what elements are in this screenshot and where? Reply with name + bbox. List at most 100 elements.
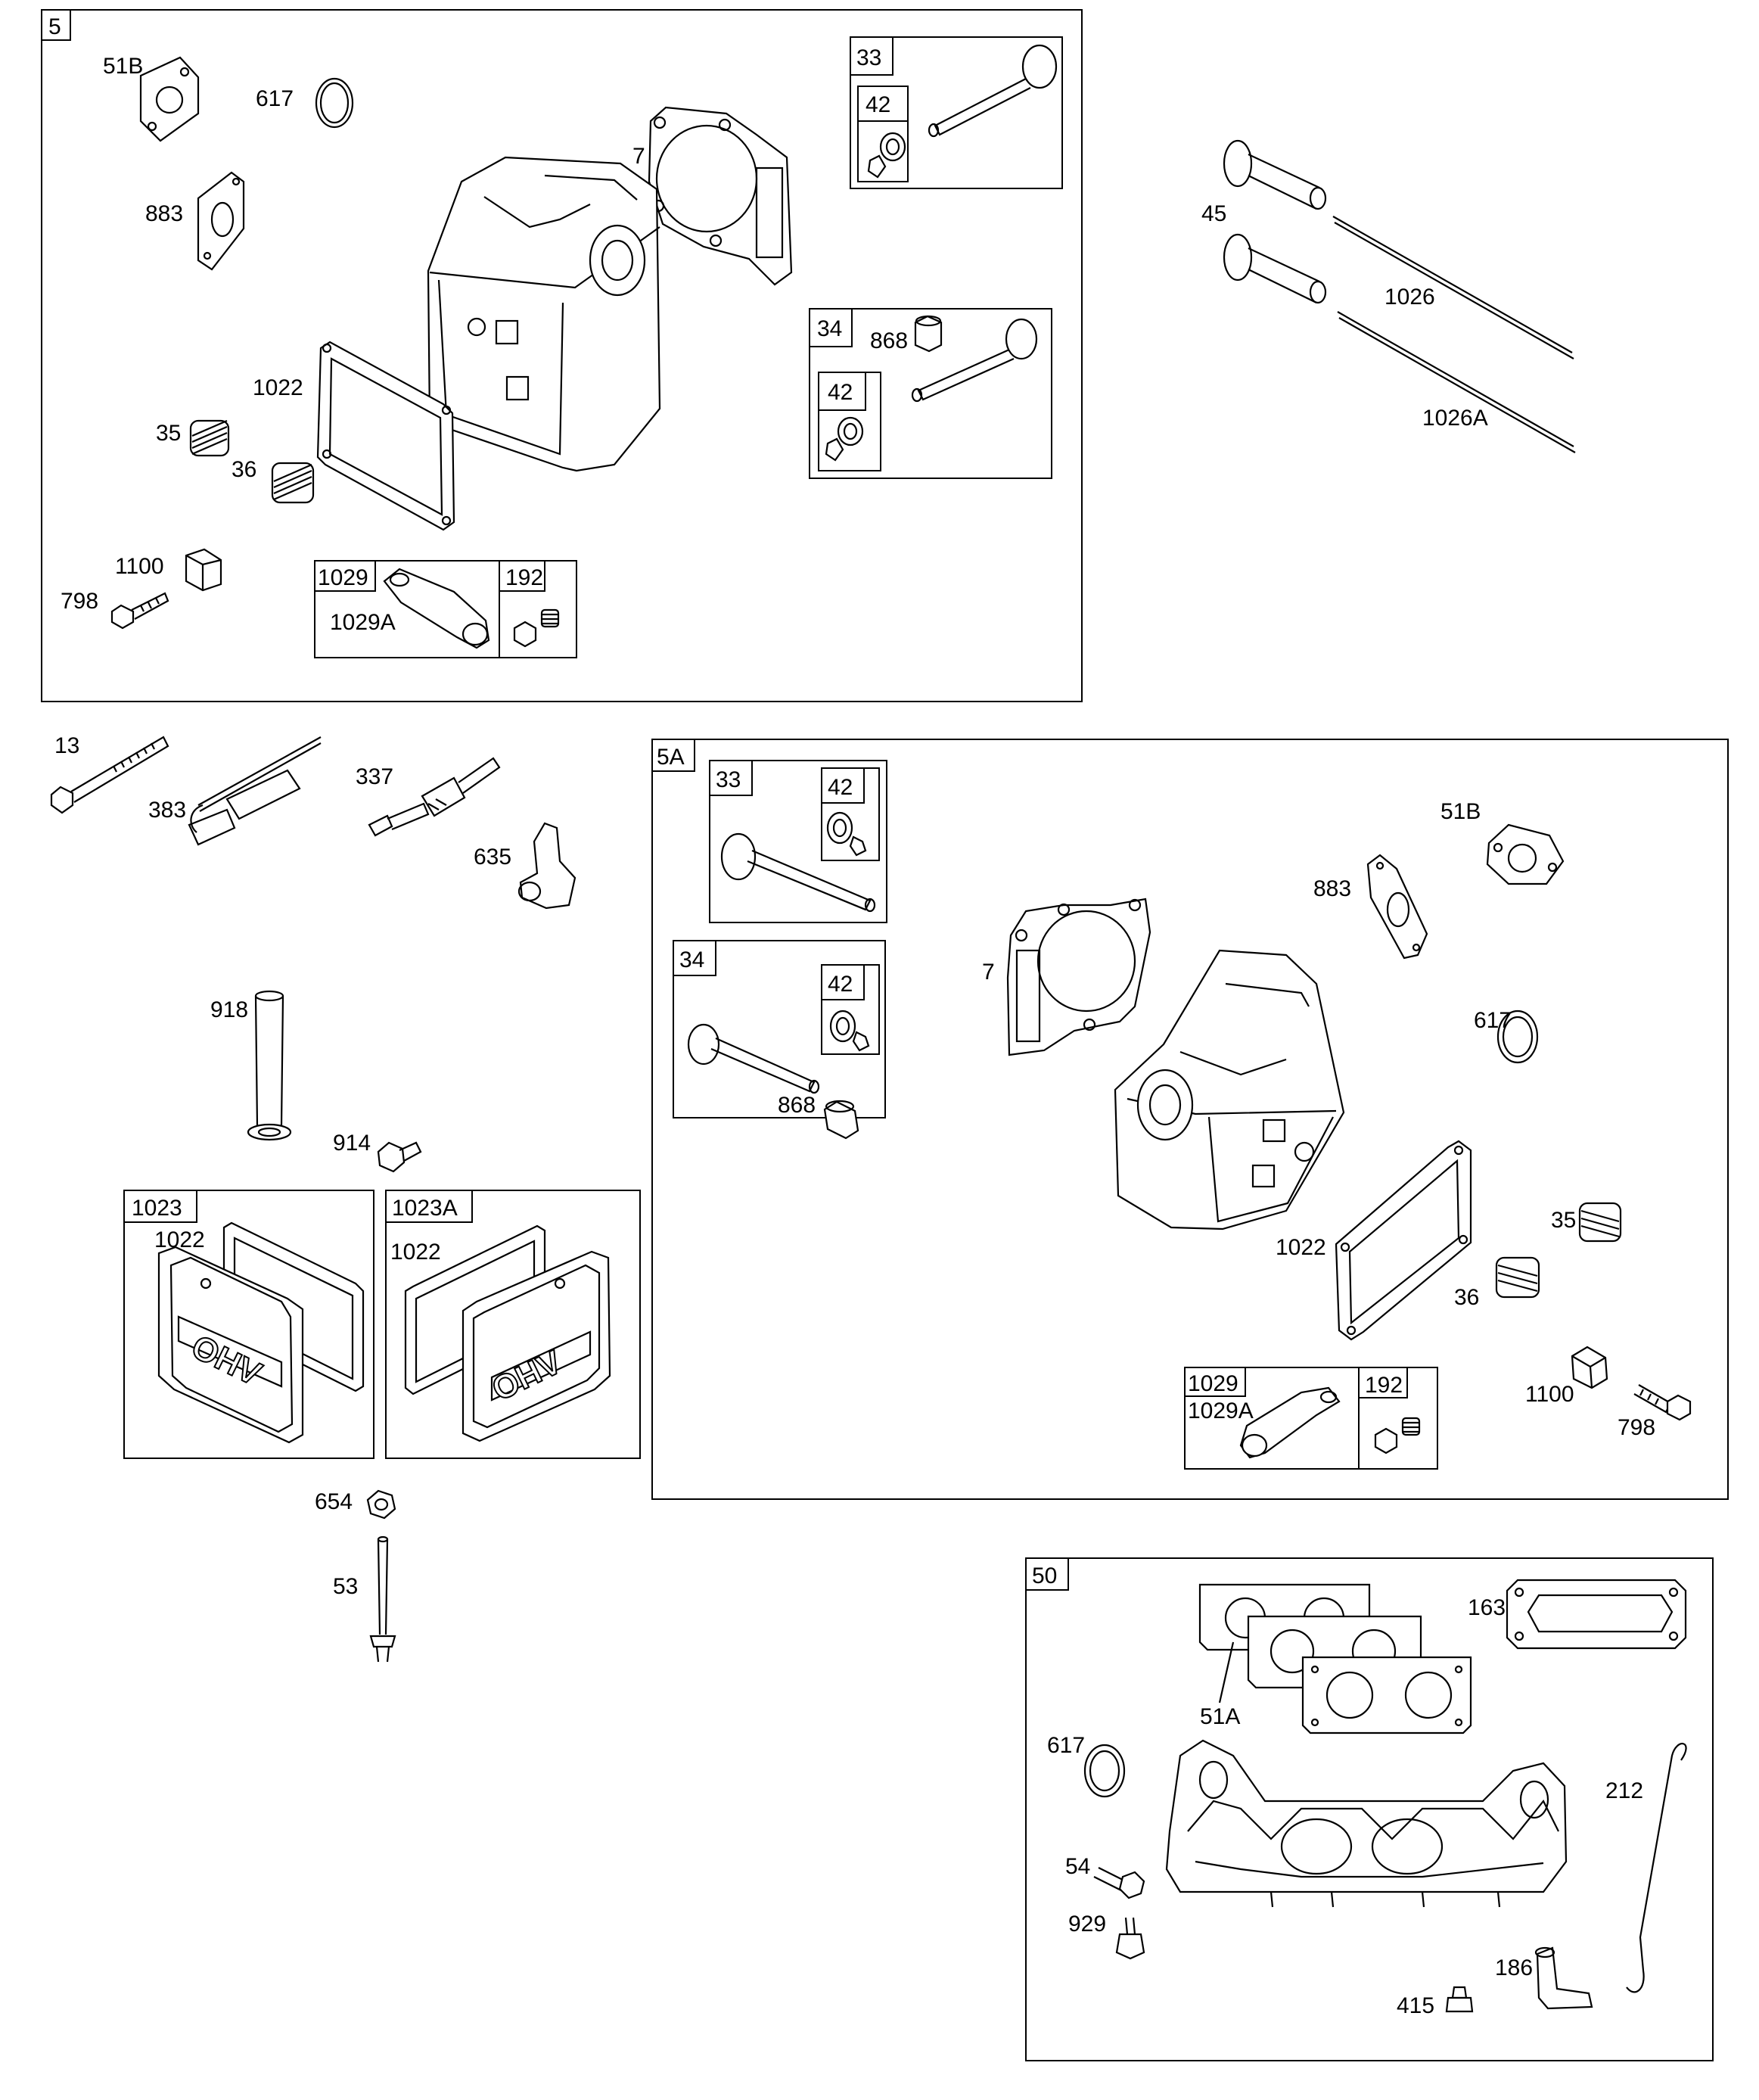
label-1029a-5a: 1029A (1188, 1398, 1254, 1423)
label-868-5a: 868 (778, 1093, 816, 1118)
group-5: 5 51B 617 883 7 (41, 9, 1083, 702)
valve-spring-35 (189, 419, 230, 457)
tappet-45-upper (1223, 139, 1327, 210)
label-883: 883 (145, 201, 183, 226)
misc-parts-left: 13 383 337 635 918 (50, 733, 641, 1663)
pushrod-1026 (1332, 216, 1574, 359)
wire-link-212 (1626, 1743, 1687, 1993)
tappets-and-pushrods: 45 1026 1026A (1201, 139, 1576, 453)
seal-ring-617 (315, 77, 354, 129)
tag-42-top-33: 42 (866, 92, 890, 117)
group-5a: 5A 33 42 34 42 (651, 739, 1729, 1500)
intake-manifold-50 (1165, 1739, 1568, 1908)
fitting-186 (1534, 1946, 1593, 2010)
group-5a-tag: 5A (657, 745, 685, 770)
tag-1023: 1023 (132, 1196, 182, 1221)
gasket-163 (1506, 1579, 1687, 1650)
group-50-tag: 50 (1032, 1563, 1057, 1588)
label-798: 798 (61, 589, 98, 614)
label-868-top: 868 (870, 328, 908, 353)
retainer-42-5a-33 (826, 811, 867, 857)
label-617-5a: 617 (1474, 1008, 1512, 1033)
retainer-42-top-34 (825, 416, 864, 462)
label-7-5a: 7 (982, 960, 995, 985)
valve-cover-1023: OHV (157, 1221, 365, 1444)
bolt-798-5a (1633, 1384, 1692, 1421)
head-gasket-7 (648, 106, 793, 286)
bolt-798 (110, 592, 169, 630)
fitting-415 (1445, 1986, 1474, 2013)
valve-guide-868 (914, 315, 943, 353)
retainer-42-top-33 (867, 132, 906, 179)
label-51a: 51A (1200, 1704, 1240, 1729)
label-1100-5a: 1100 (1525, 1382, 1574, 1407)
rocker-arm-1029a-5a (1239, 1386, 1341, 1459)
label-635: 635 (474, 845, 511, 870)
label-212: 212 (1605, 1778, 1643, 1803)
screw-914 (377, 1141, 422, 1173)
screw-54 (1093, 1867, 1145, 1899)
seal-ring-617-5a (1496, 1010, 1539, 1064)
gasket-883 (197, 171, 245, 271)
bolt-13 (50, 736, 169, 814)
tag-1029-5a: 1029 (1188, 1371, 1238, 1396)
label-654: 654 (315, 1489, 353, 1514)
label-36-5a: 36 (1454, 1285, 1479, 1310)
label-415: 415 (1397, 1993, 1434, 2018)
gasket-51b (139, 56, 200, 142)
spark-plug-337 (368, 757, 501, 837)
label-51b: 51B (103, 54, 143, 79)
valve-spring-36-5a (1495, 1256, 1540, 1299)
rocker-arm-1029a (383, 568, 490, 649)
label-54: 54 (1065, 1854, 1090, 1879)
label-337: 337 (356, 764, 393, 789)
tag-33-5a: 33 (716, 767, 741, 792)
valve-33 (928, 44, 1058, 138)
tag-42-5a-34: 42 (828, 972, 853, 997)
intake-gaskets-51a (1198, 1583, 1472, 1734)
tag-1023a: 1023A (392, 1196, 458, 1221)
label-163: 163 (1468, 1595, 1506, 1620)
nut-192 (513, 608, 560, 648)
label-1022-1023a: 1022 (390, 1240, 441, 1265)
tag-1029: 1029 (318, 565, 368, 590)
stud-53 (369, 1535, 396, 1663)
valve-34 (911, 318, 1038, 403)
nut-654 (366, 1489, 396, 1520)
label-383: 383 (148, 798, 186, 823)
head-gasket-7-5a (1006, 898, 1151, 1056)
cylinder-head-top (427, 156, 661, 472)
label-7: 7 (632, 144, 645, 169)
valve-cover-1023a: OHV (404, 1224, 611, 1442)
label-1100: 1100 (115, 554, 164, 579)
tag-192: 192 (505, 565, 543, 590)
label-35-5a: 35 (1551, 1208, 1576, 1233)
label-1026a: 1026A (1422, 406, 1488, 431)
dipstick-tube-918 (247, 990, 292, 1141)
label-36: 36 (232, 457, 256, 482)
group-50: 50 51A 163 (1025, 1557, 1714, 2061)
label-798-5a: 798 (1618, 1415, 1655, 1440)
label-13: 13 (54, 733, 79, 758)
valve-spring-35-5a (1578, 1202, 1622, 1243)
label-186: 186 (1495, 1955, 1533, 1980)
tag-42-top-34: 42 (828, 380, 853, 405)
label-929: 929 (1068, 1912, 1106, 1937)
label-1022-5a: 1022 (1276, 1235, 1326, 1260)
label-617: 617 (256, 86, 294, 111)
pushrod-1026a (1337, 311, 1576, 453)
gasket-883-5a (1366, 854, 1428, 960)
seal-ring-617-50 (1083, 1744, 1126, 1798)
label-1026: 1026 (1385, 285, 1435, 310)
part-1100-5a (1571, 1346, 1608, 1389)
valve-guide-868-5a (823, 1100, 859, 1140)
cover-gasket-1022-5a (1335, 1140, 1472, 1341)
label-918: 918 (210, 997, 248, 1022)
cover-gasket-1022 (316, 341, 455, 531)
valve-spring-36 (271, 462, 315, 504)
label-51b-5a: 51B (1440, 799, 1481, 824)
label-883-5a: 883 (1313, 876, 1351, 901)
label-914: 914 (333, 1131, 371, 1156)
tag-33-top: 33 (856, 45, 881, 70)
